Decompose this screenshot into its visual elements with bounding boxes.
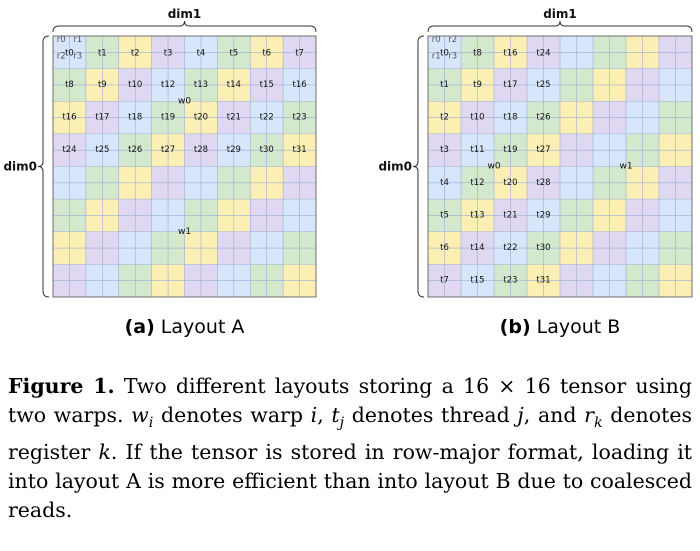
layout-a-caption: (a) Layout A	[125, 316, 245, 338]
thread-label: t29	[227, 145, 241, 155]
thread-label: t4	[197, 48, 206, 58]
thread-label: t30	[536, 243, 550, 253]
warp-label: w0	[178, 96, 191, 106]
dim1-label: dim1	[168, 7, 202, 21]
thread-label: t19	[503, 145, 517, 155]
grid-border	[52, 35, 317, 298]
thread-label: t3	[440, 145, 449, 155]
thread-label: t26	[536, 113, 550, 123]
thread-label: t7	[440, 276, 449, 286]
figure-caption: Figure 1. Two different layouts storing …	[8, 374, 692, 523]
thread-label: t31	[292, 145, 306, 155]
thread-label: t28	[194, 145, 208, 155]
dim1-brace	[427, 20, 693, 33]
thread-label: t22	[260, 113, 274, 123]
dim0-brace	[37, 35, 50, 298]
thread-label: t15	[470, 276, 484, 286]
dim0-label: dim0	[3, 160, 37, 174]
thread-label: t15	[260, 80, 274, 90]
register-label: r3	[448, 52, 457, 62]
thread-label: t14	[227, 80, 241, 90]
thread-label: t18	[503, 113, 517, 123]
thread-label: t27	[536, 145, 550, 155]
register-label: r2	[57, 52, 66, 62]
thread-label: t7	[295, 48, 304, 58]
thread-label: t24	[62, 145, 76, 155]
layout-a-grid	[52, 35, 317, 298]
thread-label: t24	[536, 48, 550, 58]
dim0-label: dim0	[378, 160, 412, 174]
thread-label: t9	[98, 80, 107, 90]
thread-label: t0	[440, 48, 449, 58]
thread-label: t20	[503, 178, 517, 188]
warp-label: w1	[178, 227, 191, 237]
warp-label: w0	[487, 162, 500, 172]
thread-label: t16	[503, 48, 517, 58]
thread-label: t29	[536, 210, 550, 220]
dim0-brace	[412, 35, 425, 298]
thread-label: t14	[470, 243, 484, 253]
thread-label: t6	[262, 48, 271, 58]
thread-label: t27	[161, 145, 175, 155]
thread-label: t8	[65, 80, 74, 90]
thread-label: t26	[128, 145, 142, 155]
thread-label: t1	[440, 80, 449, 90]
register-label: r2	[448, 35, 457, 45]
thread-label: t10	[128, 80, 142, 90]
thread-label: t5	[229, 48, 238, 58]
warp-label: w1	[619, 162, 632, 172]
layout-b-caption: (b) Layout B	[500, 316, 621, 338]
thread-label: t30	[260, 145, 274, 155]
thread-label: t9	[473, 80, 482, 90]
thread-label: t25	[536, 80, 550, 90]
thread-label: t20	[194, 113, 208, 123]
thread-label: t13	[470, 210, 484, 220]
thread-label: t13	[194, 80, 208, 90]
thread-label: t21	[227, 113, 241, 123]
thread-label: t23	[292, 113, 306, 123]
thread-label: t2	[440, 113, 449, 123]
thread-label: t12	[161, 80, 175, 90]
grid-border	[427, 35, 693, 298]
dim1-brace	[52, 20, 317, 33]
thread-label: t10	[470, 113, 484, 123]
thread-label: t0	[65, 48, 74, 58]
thread-label: t2	[131, 48, 140, 58]
thread-label: t1	[98, 48, 107, 58]
layout-b-grid	[427, 35, 693, 298]
figure-label: Figure 1.	[8, 374, 115, 398]
thread-label: t5	[440, 210, 449, 220]
register-label: r1	[432, 52, 441, 62]
thread-label: t31	[536, 276, 550, 286]
thread-label: t17	[95, 113, 109, 123]
dim1-label: dim1	[543, 7, 577, 21]
thread-label: t22	[503, 243, 517, 253]
thread-label: t8	[473, 48, 482, 58]
register-label: r1	[73, 35, 82, 45]
thread-label: t3	[164, 48, 173, 58]
thread-label: t21	[503, 210, 517, 220]
thread-label: t16	[62, 113, 76, 123]
register-label: r0	[57, 35, 66, 45]
thread-label: t18	[128, 113, 142, 123]
thread-label: t17	[503, 80, 517, 90]
register-label: r0	[432, 35, 441, 45]
thread-label: t19	[161, 113, 175, 123]
thread-label: t23	[503, 276, 517, 286]
thread-label: t4	[440, 178, 449, 188]
thread-label: t16	[292, 80, 306, 90]
thread-label: t11	[470, 145, 484, 155]
thread-label: t25	[95, 145, 109, 155]
thread-label: t6	[440, 243, 449, 253]
register-label: r3	[73, 52, 82, 62]
thread-label: t12	[470, 178, 484, 188]
thread-label: t28	[536, 178, 550, 188]
